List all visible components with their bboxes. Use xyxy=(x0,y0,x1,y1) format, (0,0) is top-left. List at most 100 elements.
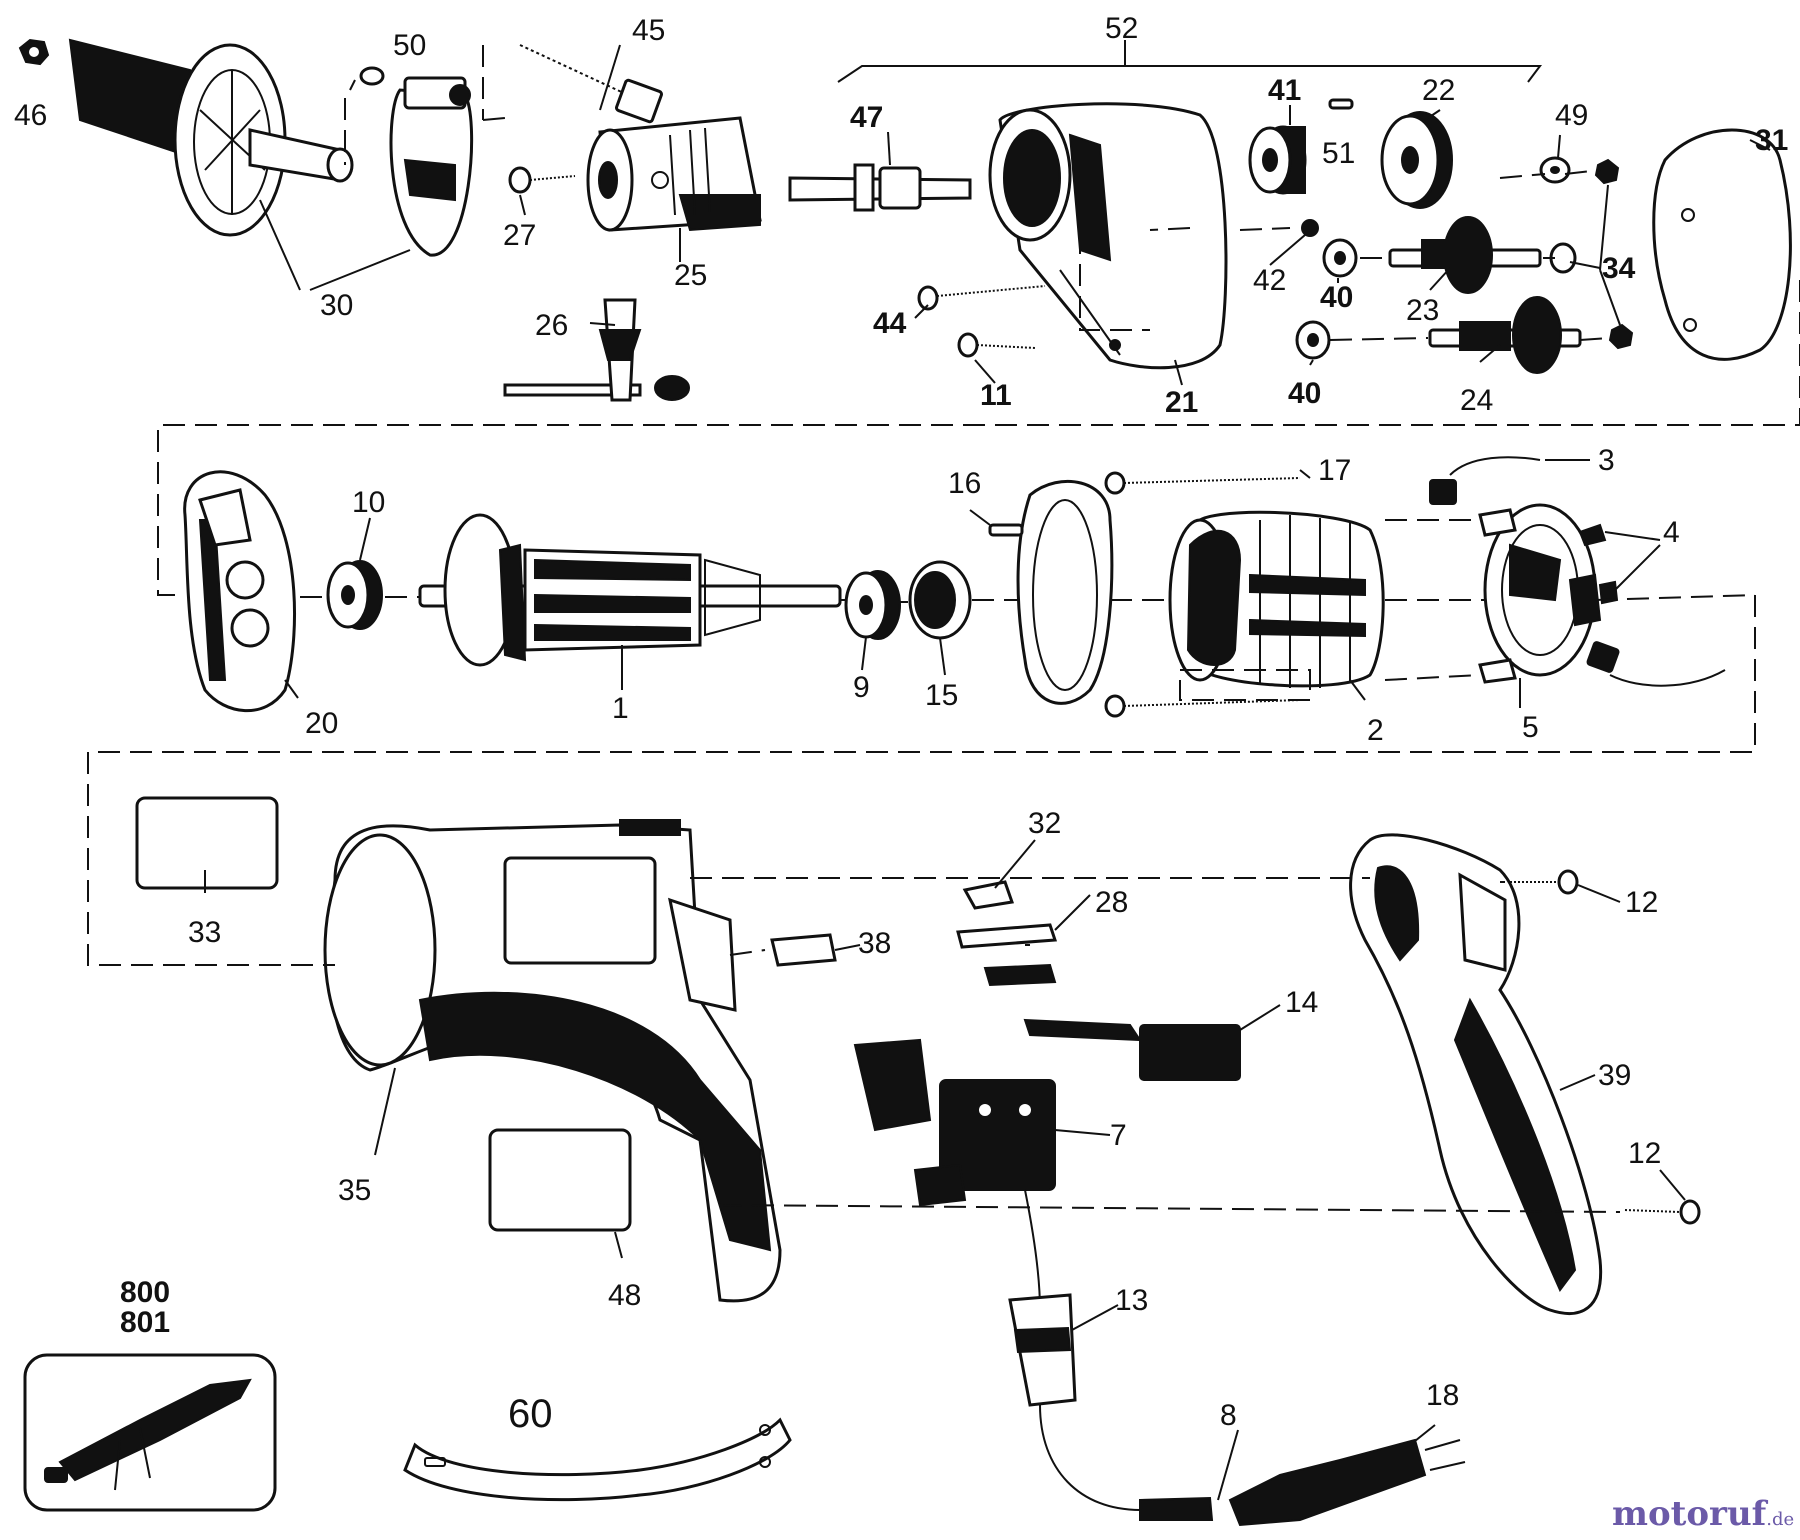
label-8: 8 xyxy=(1220,1399,1237,1432)
part-30-side-handle xyxy=(68,38,354,237)
part-3-brush xyxy=(1429,456,1541,505)
label-52: 52 xyxy=(1105,12,1138,45)
part-3-brush-lower xyxy=(1586,641,1726,687)
part-7-trigger-switch xyxy=(853,1038,1056,1207)
label-4: 4 xyxy=(1663,516,1680,549)
part-26-chuck-key xyxy=(503,298,690,402)
label-18: 18 xyxy=(1426,1379,1459,1412)
label-801: 801 xyxy=(120,1306,170,1339)
label-23: 23 xyxy=(1406,294,1439,327)
part-39-handle xyxy=(1349,833,1603,1315)
part-22-gear xyxy=(1380,111,1453,209)
label-14: 14 xyxy=(1285,986,1318,1019)
label-5: 5 xyxy=(1522,711,1539,744)
label-7: 7 xyxy=(1110,1119,1127,1152)
label-60: 60 xyxy=(508,1392,553,1436)
part-27-screw xyxy=(508,166,576,194)
label-25: 25 xyxy=(674,259,707,292)
label-33: 33 xyxy=(188,916,221,949)
label-49: 49 xyxy=(1555,99,1588,132)
callout-numbers: 46 50 45 52 47 41 51 22 49 31 27 25 30 2… xyxy=(14,12,1788,1436)
label-30: 30 xyxy=(320,289,353,322)
part-45-bolt xyxy=(519,44,663,124)
label-35: 35 xyxy=(338,1174,371,1207)
part-60-cord-wrap xyxy=(403,1417,792,1502)
part-51-pin xyxy=(1328,98,1354,110)
part-10-bearing xyxy=(326,560,383,630)
part-47-spindle xyxy=(788,163,972,212)
part-48-label xyxy=(488,1128,632,1232)
part-5-brush-holder xyxy=(1478,503,1602,684)
watermark-logo: motoruf.de xyxy=(1612,1494,1794,1534)
label-9: 9 xyxy=(853,671,870,704)
label-20: 20 xyxy=(305,707,338,740)
part-11-screw xyxy=(957,332,1036,358)
part-40-bushing-lower xyxy=(1295,320,1331,360)
part-14-lock-switch xyxy=(1023,1018,1241,1081)
label-800: 800 xyxy=(120,1276,170,1309)
label-45: 45 xyxy=(632,14,665,47)
part-50-washer xyxy=(359,66,385,86)
label-32: 32 xyxy=(1028,807,1061,840)
part-33-label xyxy=(135,796,279,890)
label-2: 2 xyxy=(1367,714,1384,747)
part-24-gear xyxy=(1428,296,1582,374)
part-31-gasket xyxy=(1652,128,1792,361)
label-27: 27 xyxy=(503,219,536,252)
part-800-801-kit xyxy=(23,1353,277,1512)
part-38-brush-clip xyxy=(770,933,837,967)
part-16-baffle xyxy=(988,479,1114,705)
part-44-screw xyxy=(917,285,1046,311)
label-3: 3 xyxy=(1598,444,1615,477)
part-13-cord-guard xyxy=(1008,1189,1077,1407)
part-40-bushing-upper xyxy=(1322,238,1358,278)
watermark-tld: .de xyxy=(1766,1509,1794,1530)
part-23-gear xyxy=(1388,216,1542,294)
part-12-screw-lower xyxy=(1624,1199,1701,1225)
label-40-lower: 40 xyxy=(1288,377,1321,410)
part-2-field xyxy=(1168,510,1385,701)
label-15: 15 xyxy=(925,679,958,712)
part-32-clip xyxy=(962,880,1015,910)
label-11: 11 xyxy=(980,379,1012,412)
watermark-brand: motoruf xyxy=(1612,1494,1769,1534)
part-15-sleeve xyxy=(908,560,972,640)
label-12-lower: 12 xyxy=(1628,1137,1661,1170)
bracket-52 xyxy=(837,65,1542,83)
label-34: 34 xyxy=(1602,252,1636,285)
label-31: 31 xyxy=(1755,124,1788,157)
label-1: 1 xyxy=(612,692,629,725)
part-12-screw-upper xyxy=(1510,869,1579,895)
svg-text:motoruf.de: motoruf.de xyxy=(1612,1494,1794,1534)
part-41-bearing xyxy=(1248,125,1307,195)
label-48: 48 xyxy=(608,1279,641,1312)
label-42: 42 xyxy=(1253,264,1286,297)
part-21-gear-housing xyxy=(988,102,1228,370)
part-8-cord xyxy=(1039,1404,1214,1521)
label-51: 51 xyxy=(1322,137,1355,170)
part-25-chuck xyxy=(586,116,762,232)
label-13: 13 xyxy=(1115,1284,1148,1317)
label-17: 17 xyxy=(1318,454,1351,487)
part-1-armature xyxy=(418,513,842,667)
leader-lines xyxy=(204,40,1771,1501)
part-42-screw xyxy=(1301,219,1319,237)
assembly-guides xyxy=(87,45,1800,1213)
label-28: 28 xyxy=(1095,886,1128,919)
label-16: 16 xyxy=(948,467,981,500)
label-10: 10 xyxy=(352,486,385,519)
part-9-bearing xyxy=(844,570,901,640)
label-41: 41 xyxy=(1268,74,1301,107)
label-22: 22 xyxy=(1422,74,1455,107)
part-28-contact xyxy=(956,923,1058,949)
label-47: 47 xyxy=(850,101,883,134)
part-34-bushings xyxy=(1549,158,1634,350)
part-20-end-plate xyxy=(183,470,297,713)
part-28-contact-lower xyxy=(983,963,1057,987)
part-49-washer xyxy=(1539,156,1571,184)
part-30-clamp xyxy=(389,76,474,257)
label-44: 44 xyxy=(873,307,907,340)
label-46: 46 xyxy=(14,99,47,132)
part-4-springs xyxy=(1578,523,1619,605)
